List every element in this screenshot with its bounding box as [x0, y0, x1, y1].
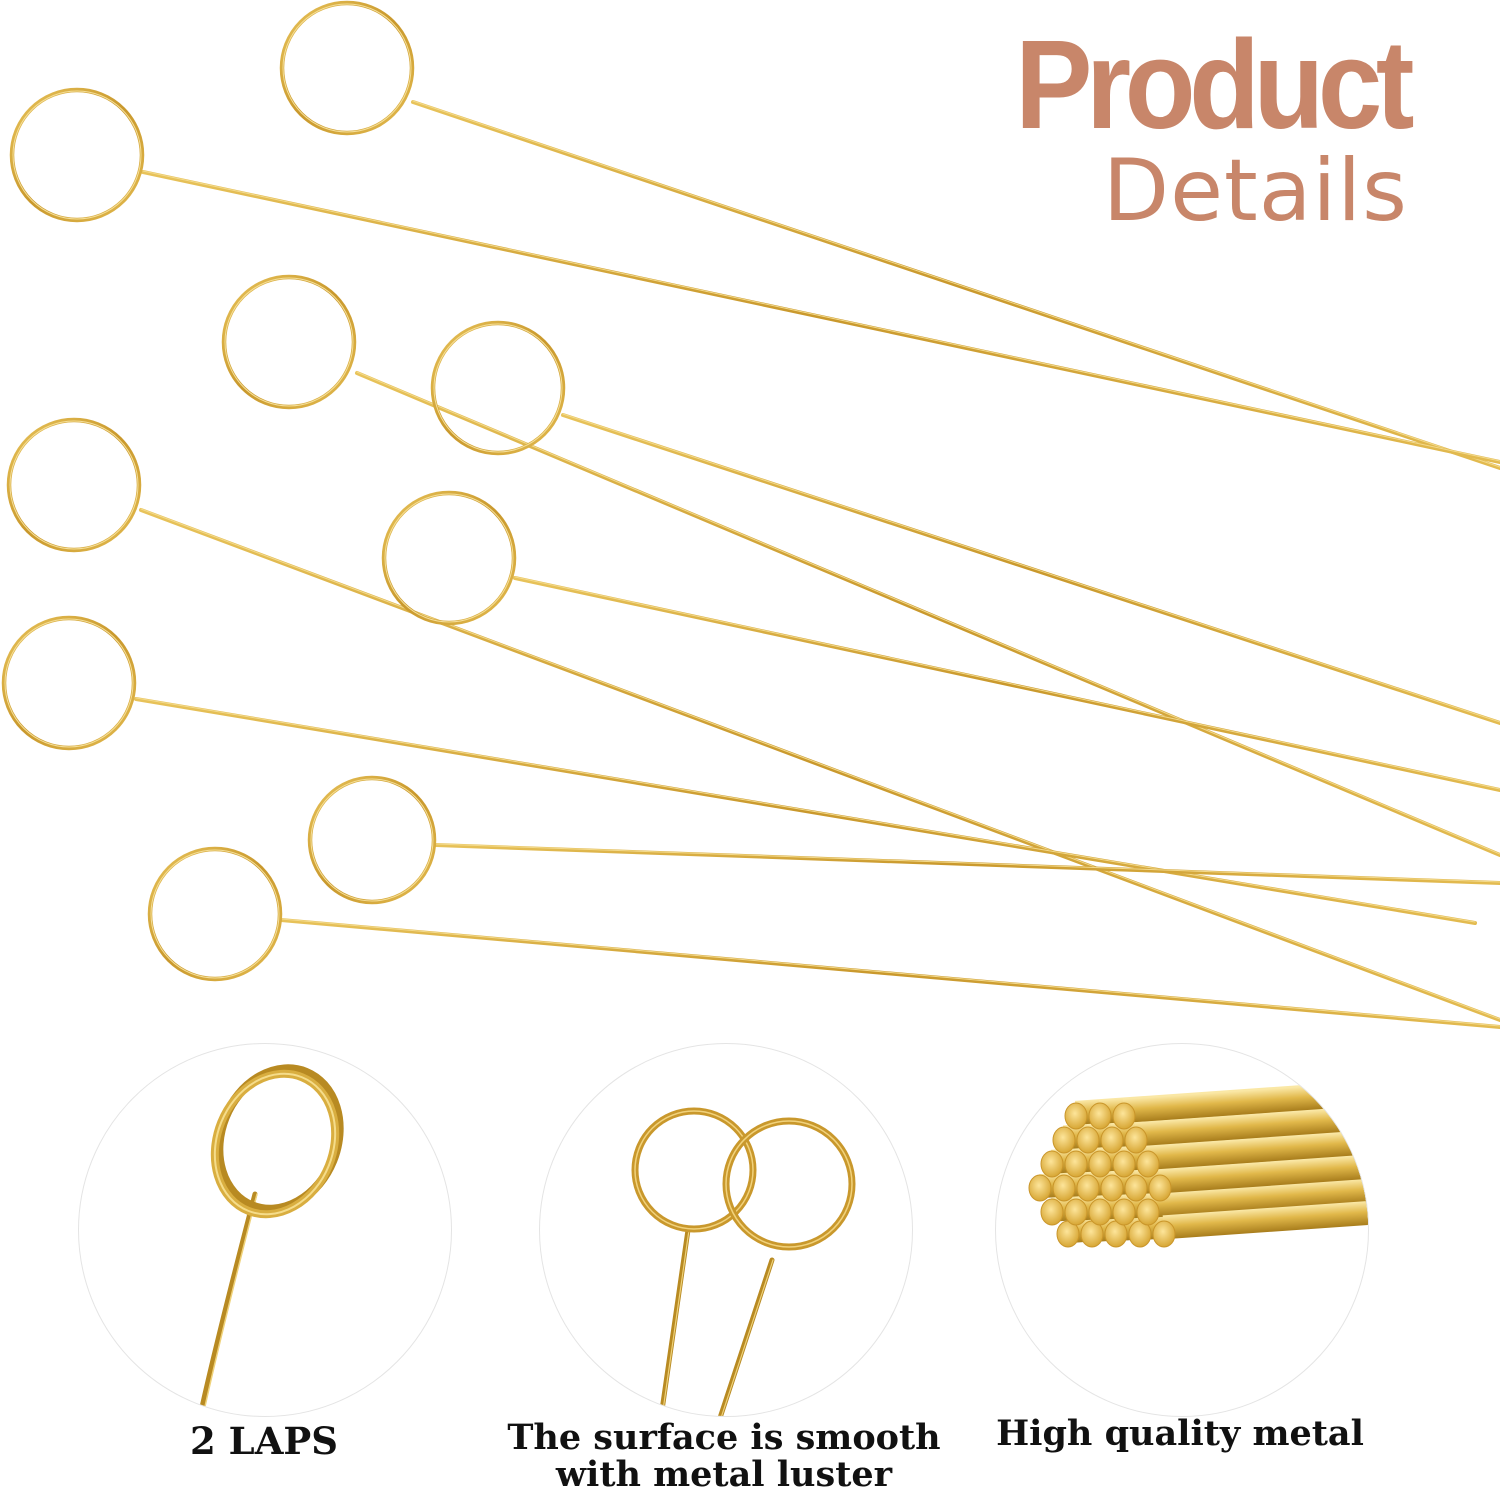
rod-end-28 [1152, 1220, 1176, 1248]
rod-end-10 [1076, 1126, 1100, 1154]
stake-wire-9 [279, 918, 1500, 1029]
rod-end-22 [1124, 1126, 1148, 1154]
stake-ring-highlight-8 [310, 778, 434, 902]
stake-wire-highlight-3 [356, 371, 1500, 855]
rod-end-9 [1064, 1198, 1088, 1226]
stake-ring-highlight-4 [433, 323, 563, 453]
stake-ring-highlight-1 [282, 3, 412, 133]
title-product: Product [1015, 14, 1414, 155]
stake-wire-highlight-4 [562, 413, 1500, 723]
rod-body-26 [1146, 1178, 1368, 1218]
stake-wire-highlight-9 [280, 918, 1500, 1027]
stake-ring-highlight-5 [9, 420, 139, 550]
rod-end-11 [1076, 1174, 1100, 1202]
rod-end-15 [1088, 1198, 1112, 1226]
stake-ring-highlight-6 [384, 493, 514, 623]
rod-end-21 [1112, 1198, 1136, 1226]
rod-end-2 [1040, 1150, 1064, 1178]
picture-holder-stakes-illustration [1, 0, 1500, 1029]
rod-body-27 [1158, 1154, 1368, 1194]
two-rings-closeup [631, 1107, 856, 1416]
stake-ring-7 [1, 615, 137, 751]
stake-ring-9 [147, 846, 283, 982]
stake-wire-highlight-7 [135, 697, 1476, 923]
caption-smooth-line1: The surface is smooth [507, 1417, 941, 1458]
stake-ring-highlight-3 [224, 277, 354, 407]
title-details: Details [1102, 141, 1408, 241]
stake-ring-8 [307, 775, 437, 905]
stake-wire-8 [434, 843, 1500, 885]
stake-wire-highlight-8 [435, 843, 1500, 883]
rod-body-28 [1162, 1200, 1368, 1240]
rod-end-27 [1148, 1174, 1172, 1202]
rod-end-13 [1088, 1102, 1112, 1130]
rod-body-25 [1146, 1130, 1368, 1170]
rod-end-1 [1028, 1174, 1052, 1202]
stake-ring-highlight-7 [4, 618, 134, 748]
stake-wire-highlight-6 [514, 576, 1500, 790]
metal-rod-bundle [1028, 1079, 1368, 1248]
stake-ring-3 [221, 274, 357, 410]
rod-end-5 [1052, 1174, 1076, 1202]
stake-wire-1 [411, 100, 1500, 470]
caption-high-quality-metal: High quality metal [996, 1413, 1364, 1454]
rod-end-16 [1100, 1126, 1124, 1154]
stake-ring-4 [430, 320, 566, 456]
rod-end-8 [1064, 1150, 1088, 1178]
stake-ring-2 [9, 87, 145, 223]
stake-wire-highlight-5 [140, 508, 1500, 1020]
detail-circle-two-laps [78, 1043, 452, 1417]
stake-ring-5 [6, 417, 142, 553]
stake-wire-7 [134, 697, 1477, 925]
rod-end-17 [1100, 1174, 1124, 1202]
rod-end-20 [1112, 1150, 1136, 1178]
caption-two-laps: 2 LAPS [190, 1419, 338, 1463]
stake-wire-5 [139, 508, 1500, 1022]
rod-body-22 [1134, 1105, 1368, 1147]
two-laps-ring-closeup [197, 1064, 344, 1416]
stake-wire-6 [513, 576, 1500, 792]
rod-end-19 [1112, 1102, 1136, 1130]
rod-end-7 [1064, 1102, 1088, 1130]
stake-ring-highlight-2 [12, 90, 142, 220]
stake-wire-3 [355, 371, 1500, 857]
stake-wire-highlight-2 [142, 170, 1500, 462]
caption-smooth-surface: The surface is smooth with metal luster [494, 1417, 954, 1495]
caption-smooth-line2: with metal luster [555, 1453, 893, 1495]
rod-end-23 [1124, 1174, 1148, 1202]
stake-ring-6 [381, 490, 517, 626]
stake-ring-highlight-9 [150, 849, 280, 979]
rod-end-3 [1040, 1198, 1064, 1226]
stake-wire-4 [561, 413, 1500, 725]
stake-wire-2 [141, 170, 1500, 464]
rod-body-19 [1122, 1081, 1368, 1123]
rod-end-14 [1088, 1150, 1112, 1178]
rod-end-25 [1136, 1150, 1160, 1178]
rod-end-26 [1136, 1198, 1160, 1226]
stake-wire-highlight-1 [412, 100, 1500, 468]
stake-ring-1 [279, 0, 415, 136]
rod-end-4 [1052, 1126, 1076, 1154]
detail-circle-smooth-surface [539, 1043, 913, 1417]
detail-circle-high-quality-metal [995, 1043, 1369, 1417]
